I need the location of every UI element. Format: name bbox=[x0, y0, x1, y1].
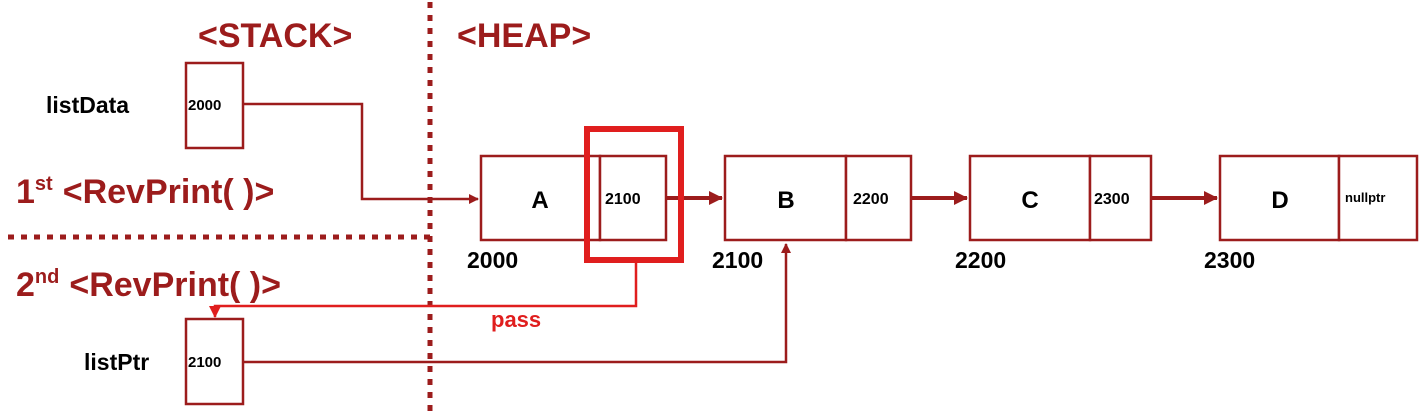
second-frame-ordinal: 2 bbox=[16, 266, 35, 304]
node-d-info: D bbox=[1271, 187, 1288, 214]
node-a-info: A bbox=[531, 187, 548, 214]
node-a-next: 2100 bbox=[605, 191, 641, 208]
listdata-value: 2000 bbox=[188, 97, 221, 114]
listptr-box bbox=[184, 317, 245, 406]
first-frame-ordinal: 1 bbox=[16, 173, 35, 211]
stack-header: <STACK> bbox=[198, 17, 352, 55]
listdata-label: listData bbox=[46, 92, 129, 118]
node-d-address: 2300 bbox=[1204, 247, 1255, 273]
second-frame-name: <RevPrint( )> bbox=[69, 266, 281, 304]
listptr-label: listPtr bbox=[84, 349, 149, 375]
first-frame-suffix: st bbox=[35, 173, 53, 195]
listdata-pointer-arrow bbox=[243, 102, 479, 204]
node-b-info: B bbox=[777, 187, 794, 214]
pass-arrow bbox=[209, 260, 638, 318]
listptr-pointer-arrow bbox=[243, 243, 791, 364]
node-b-next-box bbox=[844, 154, 913, 242]
listdata-box bbox=[184, 61, 245, 150]
node-c-address: 2200 bbox=[955, 247, 1006, 273]
second-frame-suffix: nd bbox=[35, 266, 59, 288]
node-b-address: 2100 bbox=[712, 247, 763, 273]
heap-header: <HEAP> bbox=[457, 17, 591, 55]
node-c-next-box bbox=[1088, 154, 1153, 242]
node-b-next: 2200 bbox=[853, 191, 889, 208]
listptr-value: 2100 bbox=[188, 354, 221, 371]
node-b-info-box bbox=[723, 154, 848, 242]
node-c-info: C bbox=[1021, 187, 1038, 214]
node-c-next: 2300 bbox=[1094, 191, 1130, 208]
node-c-info-box bbox=[968, 154, 1092, 242]
first-frame-name: <RevPrint( )> bbox=[63, 173, 275, 211]
pass-label: pass bbox=[491, 307, 541, 332]
node-a-address: 2000 bbox=[467, 247, 518, 273]
highlight-box bbox=[584, 126, 684, 263]
node-d-next: nullptr bbox=[1345, 190, 1385, 205]
node-d-info-box bbox=[1218, 154, 1341, 242]
node-d-next-box bbox=[1337, 154, 1419, 242]
first-frame-label: 1st <RevPrint( )> bbox=[16, 173, 274, 211]
second-frame-label: 2nd <RevPrint( )> bbox=[16, 266, 281, 304]
